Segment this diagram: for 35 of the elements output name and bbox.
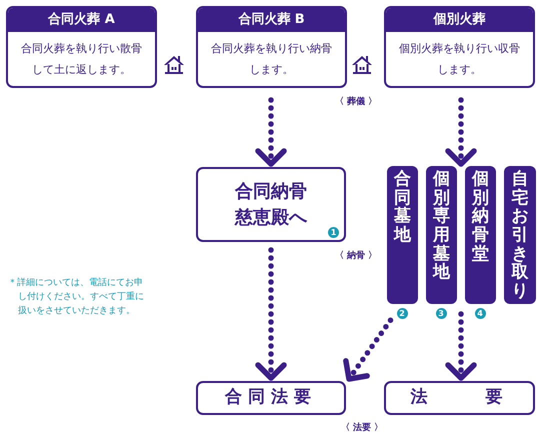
- option-bar: [426, 166, 457, 304]
- option-bar: [387, 166, 418, 304]
- destination-box: [196, 167, 346, 242]
- memorial-box: [196, 381, 346, 415]
- dotted-arrow: [445, 311, 477, 381]
- option-title: 合同墓地: [394, 170, 411, 248]
- memorial-title: 合同法要: [225, 386, 317, 410]
- dotted-arrow: [445, 97, 477, 167]
- option-title: 個別納骨堂: [472, 170, 489, 266]
- process-card: [196, 6, 347, 88]
- number-badge: 4: [474, 308, 486, 319]
- number-badge: 1: [328, 227, 339, 238]
- option-bar: [504, 166, 536, 304]
- stage-label: 〈 納骨 〉: [334, 251, 378, 262]
- card-description: 合同火葬を執り行い納骨します。: [210, 41, 333, 78]
- card-header: 個別火葬: [386, 8, 533, 32]
- option-title: 個別専用墓地: [433, 170, 450, 284]
- stage-label: 〈 葬儀 〉: [334, 97, 378, 108]
- process-card: [384, 6, 535, 88]
- card-header: 合同火葬 A: [8, 8, 155, 32]
- number-badge: 2: [396, 308, 408, 319]
- stage-label: 〈 法要 〉: [340, 423, 384, 434]
- memorial-box: [384, 381, 535, 415]
- card-description: 合同火葬を執り行い散骨して土に返します。: [20, 41, 143, 78]
- memorial-title: 法 要: [410, 386, 508, 410]
- dotted-arrow: [255, 97, 287, 167]
- dotted-arrow: [255, 247, 287, 381]
- card-description: 個別火葬を執り行い収骨します。: [398, 41, 521, 78]
- note-text: ＊詳細については、電話にてお申し付けください。すべて丁重に扱いをさせていただきます。: [8, 276, 145, 318]
- option-title: 自宅お引き取り: [512, 170, 528, 304]
- card-header: 合同火葬 B: [198, 8, 345, 32]
- destination-title: 合同納骨慈恵殿へ: [234, 180, 308, 230]
- process-card: [6, 6, 157, 88]
- number-badge: 3: [436, 308, 446, 319]
- option-bar: [465, 166, 496, 304]
